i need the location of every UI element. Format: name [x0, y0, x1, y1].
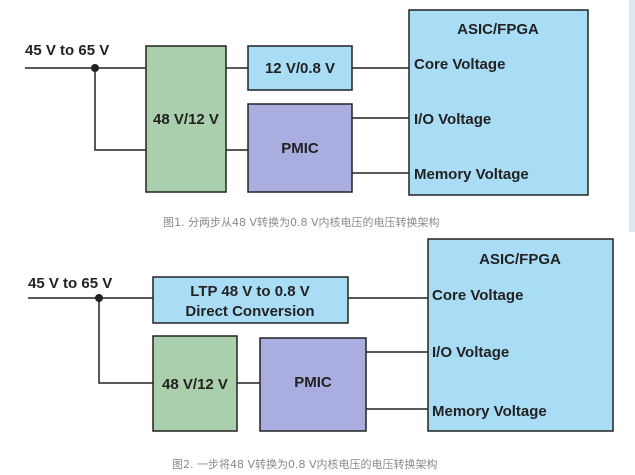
fig2-direct-line1: LTP 48 V to 0.8 V [190, 283, 310, 300]
fig2-asic-block [427, 238, 614, 432]
fig1-12v-08v-block [247, 45, 353, 91]
fig2-junction-dot [95, 294, 103, 302]
figure-1 [25, 67, 409, 174]
scrollbar-strip [629, 0, 635, 232]
fig2-memory-voltage-label: Memory Voltage [432, 403, 547, 420]
fig2-io-voltage-label: I/O Voltage [432, 344, 509, 361]
fig1-pol-label: 12 V/0.8 V [265, 60, 335, 77]
fig1-48v-12v-block [145, 45, 227, 193]
fig1-pmic-block [247, 103, 353, 193]
fig2-pmic-label: PMIC [294, 374, 332, 391]
fig1-input-label: 45 V to 65 V [25, 42, 109, 59]
fig2-caption: 图2. 一步将48 V转换为0.8 V内核电压的电压转换架构 [172, 457, 438, 471]
fig1-caption: 图1. 分两步从48 V转换为0.8 V内核电压的电压转换架构 [163, 215, 440, 229]
fig2-direct-line2: Direct Conversion [185, 303, 314, 320]
fig1-asic-title: ASIC/FPGA [457, 21, 539, 38]
fig2-asic-title: ASIC/FPGA [479, 251, 561, 268]
fig1-junction-dot [91, 64, 99, 72]
fig1-io-voltage-label: I/O Voltage [414, 111, 491, 128]
fig2-direct-conversion-block [152, 276, 349, 324]
fig2-48v-12v-block [152, 335, 238, 432]
fig2-pmic-block [259, 337, 367, 432]
fig1-core-voltage-label: Core Voltage [414, 56, 505, 73]
fig1-branch-wire [94, 68, 146, 151]
fig1-asic-block [408, 9, 589, 196]
fig1-memory-voltage-label: Memory Voltage [414, 166, 529, 183]
figure-2 [28, 297, 428, 410]
fig1-converter-label: 48 V/12 V [153, 111, 219, 128]
fig2-core-voltage-label: Core Voltage [432, 287, 523, 304]
fig2-input-label: 45 V to 65 V [28, 275, 112, 292]
fig1-pmic-label: PMIC [281, 140, 319, 157]
fig2-branch-wire [98, 298, 153, 384]
fig2-converter-label: 48 V/12 V [162, 376, 228, 393]
